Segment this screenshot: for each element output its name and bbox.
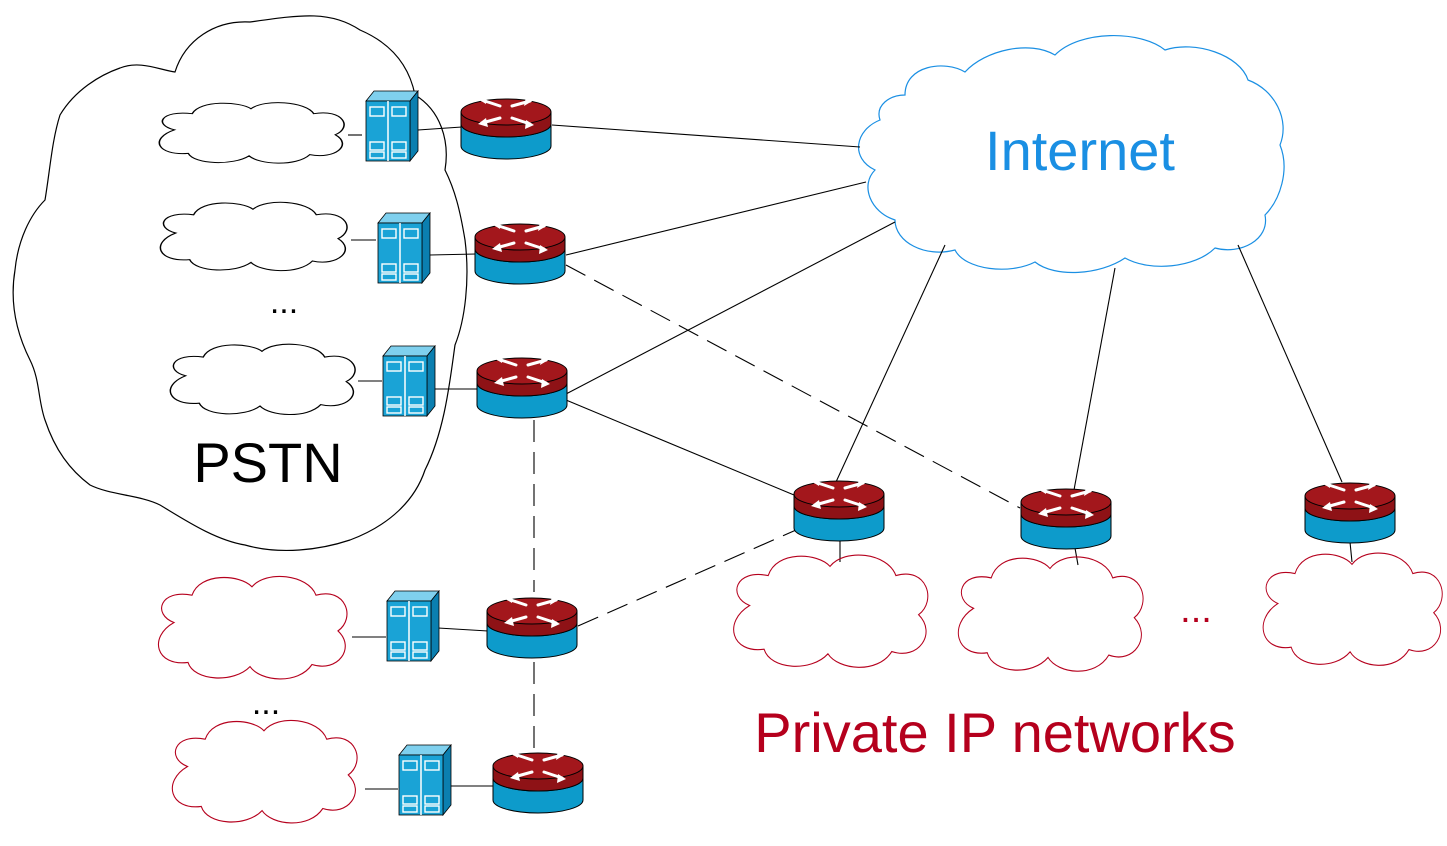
pstn-local-cloud-2 — [159, 201, 348, 272]
router-icon — [1303, 477, 1397, 545]
private-cloud-2 — [957, 556, 1144, 672]
ellipsis-lower: ... — [252, 684, 280, 722]
voice-gateway-switch-icon — [365, 90, 419, 162]
voice-gateway-switch-icon — [386, 590, 440, 662]
router-icon — [1019, 483, 1113, 551]
internet-label: Internet — [985, 119, 1175, 182]
dashed-links — [533, 264, 1021, 748]
ellipsis-private: ... — [1180, 589, 1212, 631]
private-cloud-lower-2 — [171, 719, 358, 824]
pstn-local-cloud-3 — [169, 343, 356, 416]
pstn-label: PSTN — [193, 431, 342, 494]
ellipsis-pstn: ... — [270, 283, 298, 321]
voice-gateway-switch-icon — [377, 212, 431, 284]
voice-gateway-switch-icon — [398, 744, 452, 816]
private-networks-label: Private IP networks — [754, 701, 1235, 764]
solid-links — [348, 124, 1353, 790]
private-cloud-lower-1 — [157, 575, 348, 680]
pstn-local-cloud-1 — [158, 101, 345, 164]
router-icon — [475, 352, 569, 420]
private-cloud-1 — [733, 554, 929, 668]
router-icon — [792, 475, 886, 543]
voice-gateway-switch-icon — [382, 345, 436, 417]
internet-cloud — [858, 35, 1285, 274]
router-icon — [485, 592, 579, 660]
router-icon — [491, 747, 585, 815]
private-cloud-3 — [1262, 552, 1443, 666]
router-icon — [473, 218, 567, 286]
router-icon — [459, 93, 553, 161]
pstn-cloud — [12, 15, 468, 552]
